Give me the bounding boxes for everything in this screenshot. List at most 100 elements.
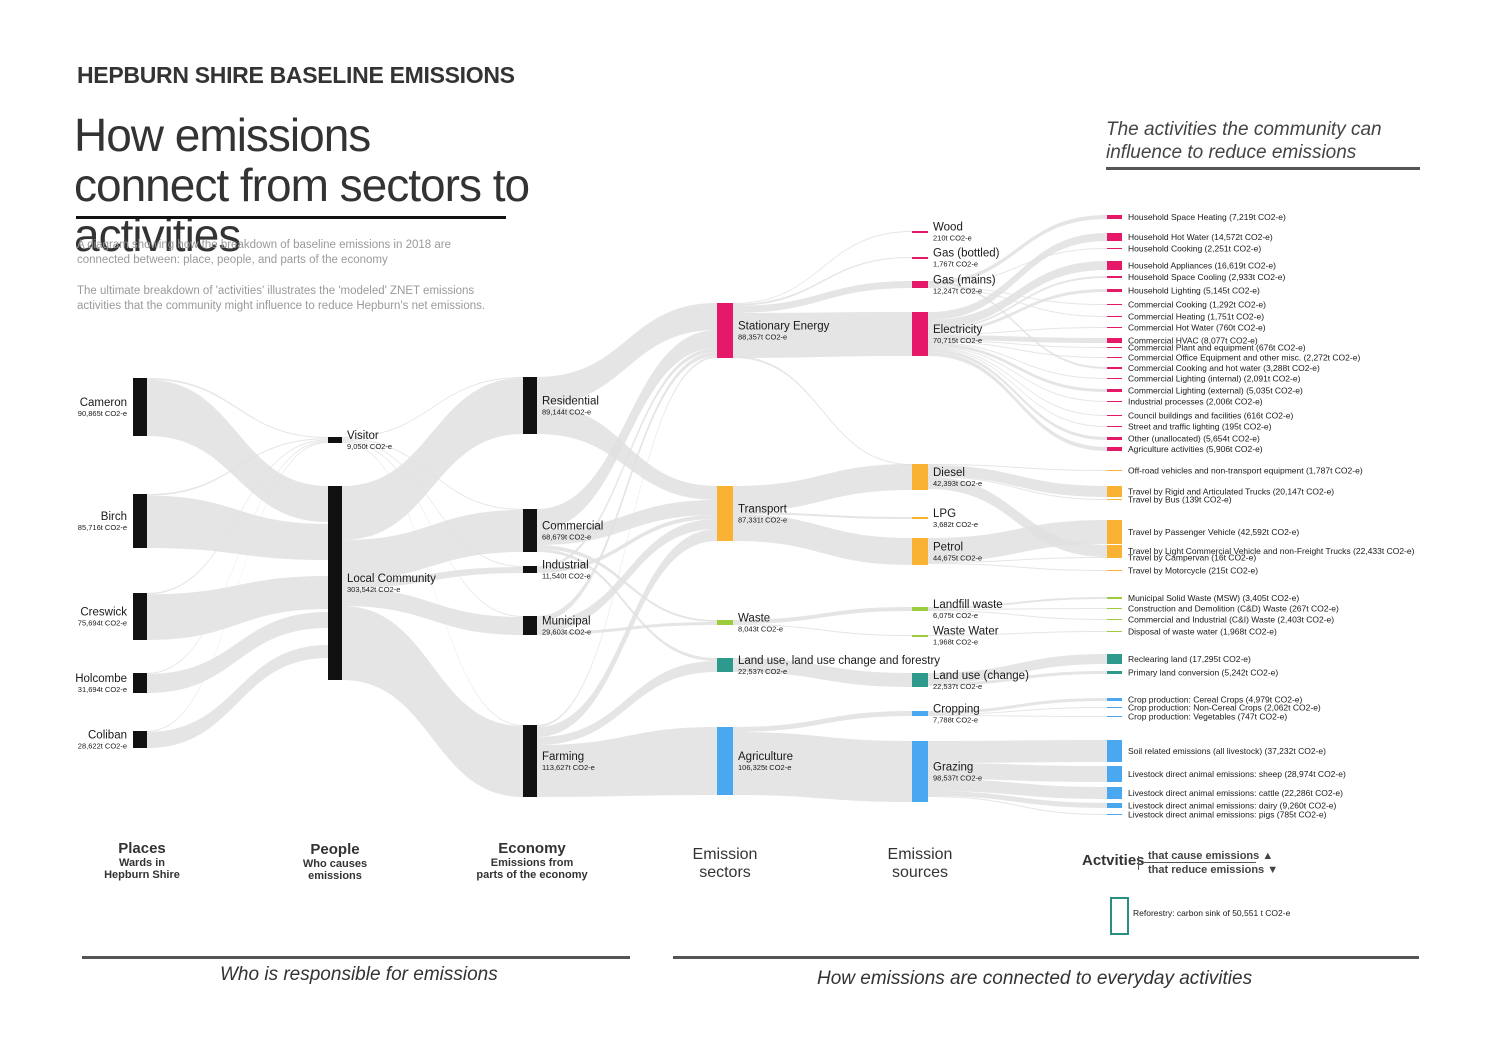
sources-label-0: Wood bbox=[933, 222, 963, 234]
activity-node-28[interactable] bbox=[1107, 608, 1122, 609]
places-value-1: 85,716t CO2-e bbox=[78, 523, 127, 532]
places-label-3: Holcombe bbox=[75, 673, 127, 685]
economy-node-4[interactable] bbox=[523, 725, 537, 797]
activity-label-31: Reclearing land (17,295t CO2-e) bbox=[1128, 654, 1251, 664]
activity-node-4[interactable] bbox=[1107, 276, 1122, 278]
economy-node-1[interactable] bbox=[523, 509, 537, 552]
sources-node-7[interactable] bbox=[912, 607, 928, 611]
sources-node-0[interactable] bbox=[912, 231, 928, 233]
sectors-node-3[interactable] bbox=[717, 658, 733, 672]
activity-node-33[interactable] bbox=[1107, 698, 1122, 701]
flow-economy-sector bbox=[537, 519, 717, 632]
sankey-nodes bbox=[133, 215, 1122, 815]
activity-node-10[interactable] bbox=[1107, 347, 1122, 348]
activity-node-30[interactable] bbox=[1107, 631, 1122, 632]
activity-label-12: Commercial Cooking and hot water (3,288t… bbox=[1128, 363, 1320, 373]
activity-node-3[interactable] bbox=[1107, 261, 1122, 270]
places-node-3[interactable] bbox=[133, 673, 147, 693]
activity-label-6: Commercial Cooking (1,292t CO2-e) bbox=[1128, 300, 1266, 310]
sources-node-4[interactable] bbox=[912, 464, 928, 490]
activity-node-36[interactable] bbox=[1107, 740, 1122, 762]
people-node-1[interactable] bbox=[328, 486, 342, 680]
flow-source-activity bbox=[928, 233, 1107, 320]
flow-source-activity bbox=[928, 348, 1107, 427]
flow-source-activity bbox=[928, 340, 1107, 348]
flow-economy-sector bbox=[537, 405, 717, 500]
activity-node-16[interactable] bbox=[1107, 415, 1122, 416]
sources-node-1[interactable] bbox=[912, 257, 928, 259]
activity-node-21[interactable] bbox=[1107, 486, 1122, 497]
activity-node-8[interactable] bbox=[1107, 327, 1122, 328]
activity-node-24[interactable] bbox=[1107, 545, 1122, 557]
flow-visitor-economy bbox=[342, 438, 523, 510]
activity-node-39[interactable] bbox=[1107, 803, 1122, 808]
flow-source-activity bbox=[928, 477, 1107, 557]
places-node-1[interactable] bbox=[133, 494, 147, 548]
activity-node-27[interactable] bbox=[1107, 597, 1122, 599]
activity-node-31[interactable] bbox=[1107, 654, 1122, 664]
activity-node-25[interactable] bbox=[1107, 557, 1122, 558]
activity-node-17[interactable] bbox=[1107, 426, 1122, 427]
activity-node-18[interactable] bbox=[1107, 437, 1122, 440]
activity-node-6[interactable] bbox=[1107, 304, 1122, 305]
sources-node-9[interactable] bbox=[912, 673, 928, 687]
places-node-0[interactable] bbox=[133, 378, 147, 436]
sectors-node-1[interactable] bbox=[717, 486, 733, 541]
activity-node-29[interactable] bbox=[1107, 619, 1122, 620]
sources-node-11[interactable] bbox=[912, 741, 928, 802]
economy-node-2[interactable] bbox=[523, 566, 537, 573]
sources-node-10[interactable] bbox=[912, 711, 928, 716]
activity-node-2[interactable] bbox=[1107, 248, 1122, 249]
activity-node-15[interactable] bbox=[1107, 401, 1122, 402]
flow-source-activity bbox=[928, 281, 1107, 369]
activity-label-38: Livestock direct animal emissions: cattl… bbox=[1128, 788, 1343, 798]
flow-source-activity bbox=[928, 698, 1107, 714]
people-node-0[interactable] bbox=[328, 437, 342, 443]
flow-sector-source bbox=[733, 356, 912, 465]
activity-node-19[interactable] bbox=[1107, 447, 1122, 451]
sources-node-8[interactable] bbox=[912, 635, 928, 637]
column-header-economy: Economy Emissions from parts of the econ… bbox=[467, 840, 597, 881]
activity-node-14[interactable] bbox=[1107, 389, 1122, 392]
sectors-node-4[interactable] bbox=[717, 727, 733, 795]
activity-label-24: Travel by Light Commercial Vehicle and n… bbox=[1128, 546, 1415, 556]
sources-node-2[interactable] bbox=[912, 281, 928, 288]
activity-node-20[interactable] bbox=[1107, 470, 1122, 471]
places-label-1: Birch bbox=[101, 511, 127, 523]
sources-node-5[interactable] bbox=[912, 517, 928, 519]
economy-node-3[interactable] bbox=[523, 616, 537, 635]
activity-node-22[interactable] bbox=[1107, 499, 1122, 500]
activity-node-38[interactable] bbox=[1107, 787, 1122, 799]
activity-node-13[interactable] bbox=[1107, 378, 1122, 379]
activity-label-11: Commercial Office Equipment and other mi… bbox=[1128, 353, 1360, 363]
activity-node-11[interactable] bbox=[1107, 357, 1122, 358]
places-node-2[interactable] bbox=[133, 593, 147, 640]
flow-economy-sector bbox=[537, 356, 717, 727]
sources-label-5: LPG bbox=[933, 508, 956, 520]
flow-source-activity bbox=[928, 654, 1107, 683]
sources-node-3[interactable] bbox=[912, 312, 928, 356]
activity-node-34[interactable] bbox=[1107, 707, 1122, 708]
activity-node-12[interactable] bbox=[1107, 367, 1122, 369]
sources-node-6[interactable] bbox=[912, 538, 928, 565]
activity-node-9[interactable] bbox=[1107, 338, 1122, 343]
sectors-node-2[interactable] bbox=[717, 620, 733, 625]
people-value-0: 9,050t CO2-e bbox=[347, 442, 392, 451]
activity-node-23[interactable] bbox=[1107, 520, 1122, 544]
sources-value-8: 1,968t CO2-e bbox=[933, 638, 978, 647]
economy-node-0[interactable] bbox=[523, 377, 537, 434]
activity-node-35[interactable] bbox=[1107, 716, 1122, 717]
activity-label-30: Disposal of waste water (1,968t CO2-e) bbox=[1128, 627, 1277, 637]
activity-node-7[interactable] bbox=[1107, 316, 1122, 317]
activity-node-26[interactable] bbox=[1107, 570, 1122, 571]
activity-node-40[interactable] bbox=[1107, 814, 1122, 815]
activity-node-5[interactable] bbox=[1107, 289, 1122, 292]
activity-node-1[interactable] bbox=[1107, 233, 1122, 241]
sectors-node-0[interactable] bbox=[717, 303, 733, 358]
places-node-4[interactable] bbox=[133, 731, 147, 748]
activity-node-32[interactable] bbox=[1107, 671, 1122, 674]
people-label-0: Visitor bbox=[347, 430, 379, 442]
activity-node-0[interactable] bbox=[1107, 215, 1122, 219]
activity-node-37[interactable] bbox=[1107, 766, 1122, 782]
reforestation-label: Reforestry: carbon sink of 50,551 t CO2-… bbox=[1133, 908, 1291, 918]
